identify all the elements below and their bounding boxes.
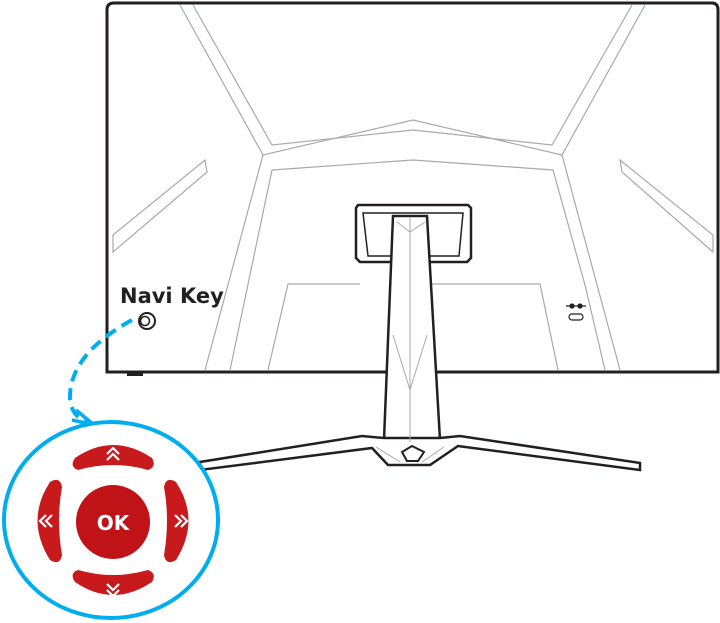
- monitor-foot-pad: [127, 371, 143, 376]
- navi-key-button[interactable]: [139, 313, 155, 329]
- ok-label: OK: [97, 511, 131, 535]
- navi-key-label: Navi Key: [120, 284, 224, 308]
